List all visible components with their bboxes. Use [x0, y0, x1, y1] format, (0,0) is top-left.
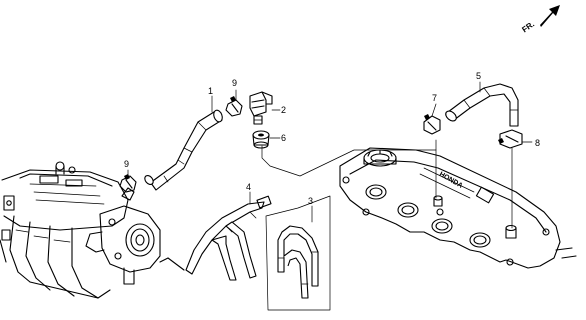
- callout-8: 8: [535, 138, 540, 148]
- oil-filler-cap: [363, 149, 397, 167]
- spark-plug-hole-4: [469, 232, 491, 248]
- callout-7: 7: [432, 93, 437, 103]
- hose-clamp-7: [423, 114, 441, 135]
- front-direction-arrow-icon: [540, 5, 560, 27]
- callout-5: 5: [476, 71, 481, 81]
- intake-manifold-assembly: [0, 161, 161, 299]
- cylinder-head-cover: HONDA: [339, 147, 577, 269]
- pcv-grommet-6: [252, 130, 270, 149]
- throttle-body: [85, 205, 161, 285]
- callout-9-upper: 9: [232, 78, 237, 88]
- hose-clamp-9-upper: [225, 96, 243, 117]
- hose-clamp-8: [498, 129, 523, 149]
- callout-6: 6: [281, 133, 286, 143]
- front-direction-label: FR.: [520, 20, 536, 35]
- callout-3: 3: [308, 196, 313, 206]
- spark-plug-hole-1: [365, 184, 387, 200]
- hose-clamp-9-lower: [119, 174, 137, 193]
- callout-4: 4: [246, 182, 251, 192]
- pcv-hose-4: [159, 195, 272, 281]
- spark-plug-hole-2: [397, 202, 419, 218]
- spark-plug-hole-3: [431, 218, 453, 234]
- callout-9-lower: 9: [124, 159, 129, 169]
- leader-lines: [127, 81, 533, 229]
- hose-3-bracket-box: [265, 195, 331, 311]
- callout-2: 2: [281, 105, 286, 115]
- pcv-valve-2: [249, 91, 273, 125]
- breather-hose-1: [144, 109, 223, 191]
- callout-1: 1: [208, 86, 213, 96]
- pcv-hose-3: [277, 225, 319, 299]
- breather-hose-5: [445, 83, 519, 127]
